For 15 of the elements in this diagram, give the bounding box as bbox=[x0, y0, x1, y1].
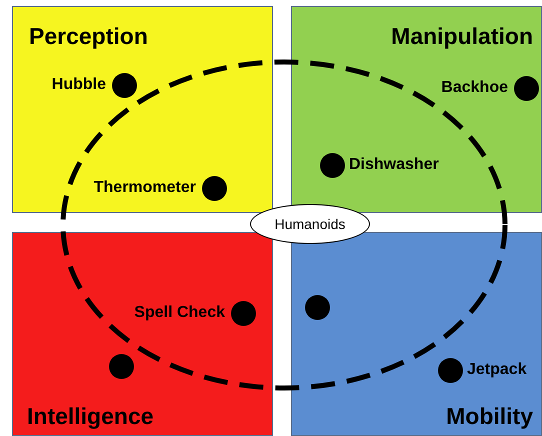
item-label: Hubble bbox=[52, 76, 106, 94]
item-label: Dishwasher bbox=[349, 156, 439, 174]
oval-label: Humanoids bbox=[274, 216, 346, 232]
quadrant-panel bbox=[12, 6, 273, 213]
item-label: Spell Check bbox=[134, 304, 225, 322]
quadrant-panel bbox=[291, 6, 542, 213]
item-label: Thermometer bbox=[94, 179, 196, 197]
item-label: Backhoe bbox=[441, 79, 508, 97]
quadrant-heading: Mobility bbox=[446, 403, 533, 430]
item-label: Jetpack bbox=[467, 361, 527, 379]
quadrant-heading: Intelligence bbox=[27, 403, 154, 430]
quadrant-panel bbox=[12, 232, 273, 436]
quadrant-heading: Manipulation bbox=[391, 23, 533, 50]
quadrant-heading: Perception bbox=[29, 23, 148, 50]
quadrant-panel bbox=[291, 232, 542, 436]
